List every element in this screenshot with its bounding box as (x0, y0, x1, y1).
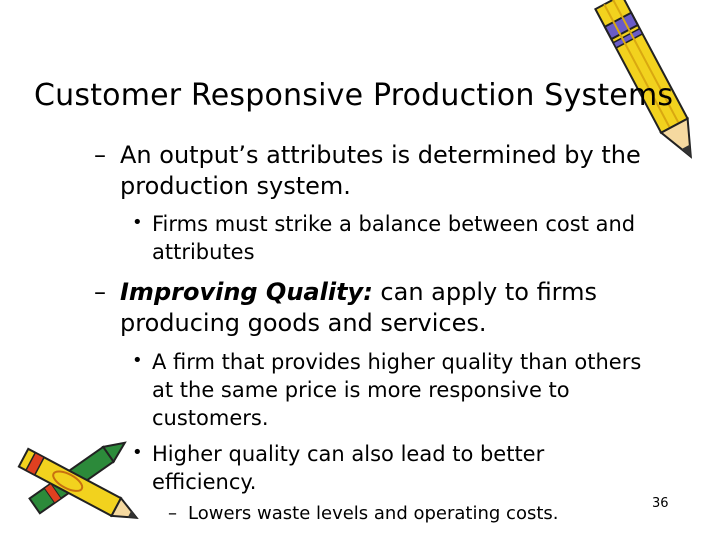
list-item-text: Lowers waste levels and operating costs. (188, 503, 559, 524)
emphasis-text: Improving Quality: (120, 278, 373, 306)
pencil-icon (17, 447, 139, 519)
pencil-icon (594, 0, 692, 159)
bullet-dot: • (132, 212, 143, 233)
list-item-text: Higher quality can also lead to better e… (152, 442, 545, 494)
bullet-dash: – (168, 503, 177, 524)
list-item-text: Improving Quality: can apply to firms pr… (120, 277, 650, 339)
bullet-dot: • (132, 350, 143, 371)
bullet-dash: – (94, 278, 106, 306)
list-item-body: can apply to firms producing goods and s… (120, 278, 598, 337)
page-number: 36 (652, 496, 669, 511)
bullet-dot: • (132, 442, 143, 463)
list-item-text: An output’s attributes is determined by … (120, 141, 641, 200)
slide-title: Customer Responsive Production Systems (34, 78, 674, 113)
bullet-dash: – (94, 141, 106, 169)
list-item-text: Firms must strike a balance between cost… (152, 212, 636, 264)
list-item-text: A firm that provides higher quality than… (152, 350, 642, 430)
